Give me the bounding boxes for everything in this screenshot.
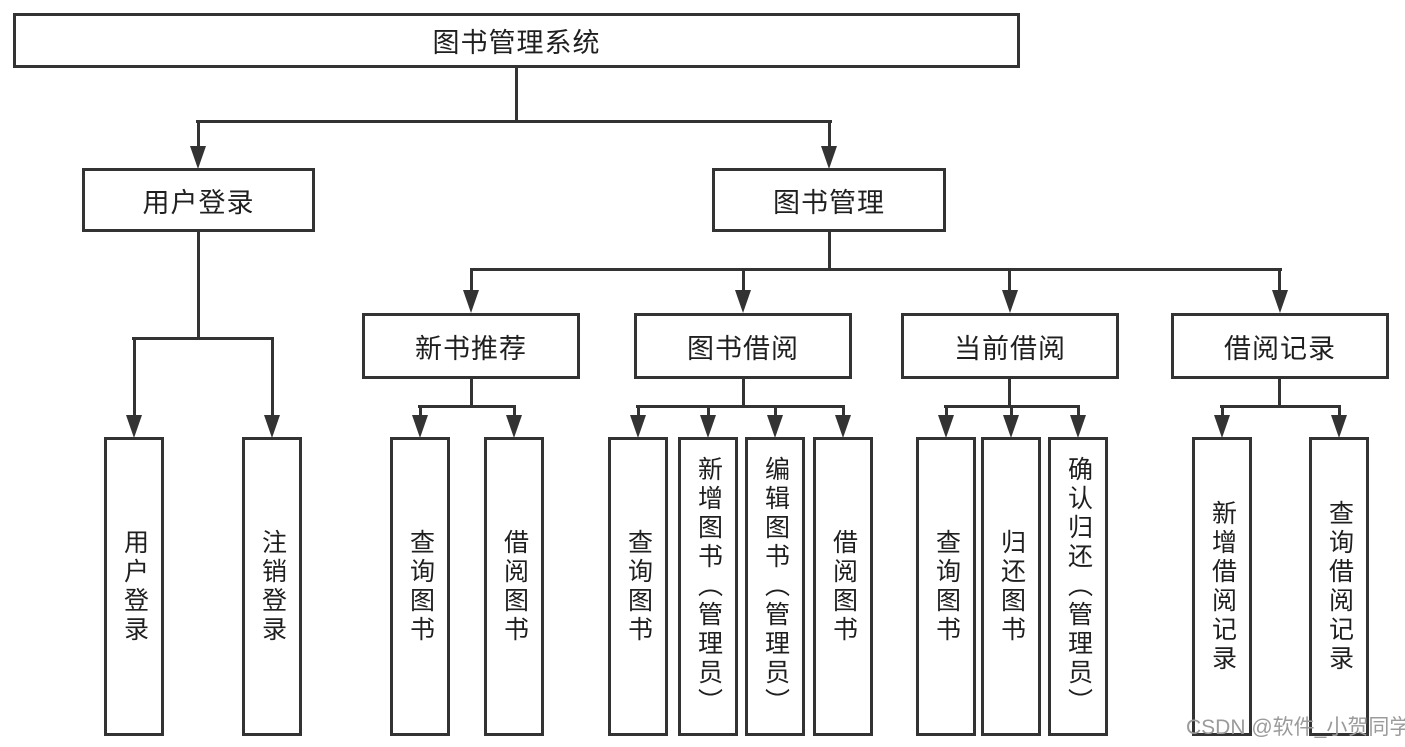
connector-line-horizontal: [636, 405, 845, 408]
connector-line-vertical: [470, 268, 473, 290]
connector-line-vertical: [1278, 268, 1281, 290]
leaf-label: 借阅图书: [829, 528, 858, 645]
arrow-down-icon: [630, 415, 646, 438]
node-library-management-system: 图书管理系统: [13, 13, 1020, 68]
leaf-label: 新增借阅记录: [1208, 499, 1237, 674]
node-label: 新书推荐: [415, 333, 527, 364]
node-new-book-recommend: 新书推荐: [362, 313, 580, 379]
leaf-label: 借阅图书: [500, 528, 529, 645]
arrow-down-icon: [190, 146, 206, 169]
node-user-login: 用户登录: [82, 168, 315, 232]
node-label: 图书管理: [773, 187, 885, 218]
connector-line-vertical: [707, 405, 710, 417]
node-book-borrowing: 图书借阅: [634, 313, 852, 379]
connector-line-horizontal: [470, 268, 1282, 271]
arrow-down-icon: [506, 415, 522, 438]
leaf-label: 查询图书: [932, 528, 961, 645]
arrow-down-icon: [126, 415, 142, 438]
connector-line-vertical: [1221, 405, 1224, 417]
node-borrow-records: 借阅记录: [1171, 313, 1389, 379]
connector-line-vertical: [197, 120, 200, 148]
arrow-down-icon: [938, 415, 954, 438]
leaf-confirm-return-admin: 确认归还（管理员）: [1048, 437, 1108, 736]
connector-line-vertical: [1008, 268, 1011, 290]
arrow-down-icon: [264, 415, 280, 438]
connector-line-vertical: [1010, 405, 1013, 417]
connector-line-vertical: [828, 120, 831, 148]
connector-line-vertical: [637, 405, 640, 417]
leaf-label: 查询借阅记录: [1325, 499, 1354, 674]
arrow-down-icon: [700, 415, 716, 438]
leaf-return-books: 归还图书: [981, 437, 1041, 736]
connector-line-horizontal: [1220, 405, 1340, 408]
arrow-down-icon: [821, 146, 837, 169]
node-label: 借阅记录: [1224, 333, 1336, 364]
leaf-label: 用户登录: [120, 528, 149, 645]
leaf-label: 注销登录: [258, 528, 287, 645]
arrow-down-icon: [1331, 415, 1347, 438]
connector-line-vertical: [1008, 377, 1011, 407]
connector-line-horizontal: [196, 120, 832, 123]
arrow-down-icon: [463, 290, 479, 313]
leaf-label: 确认归还（管理员）: [1064, 456, 1093, 717]
connector-line-vertical: [197, 230, 200, 337]
leaf-query-books-current: 查询图书: [916, 437, 976, 736]
node-book-management: 图书管理: [712, 168, 946, 232]
arrow-down-icon: [767, 415, 783, 438]
node-label: 当前借阅: [954, 333, 1066, 364]
leaf-user-login: 用户登录: [104, 437, 164, 736]
connector-line-vertical: [513, 405, 516, 417]
connector-line-vertical: [774, 405, 777, 417]
connector-line-vertical: [515, 66, 518, 120]
node-label: 用户登录: [142, 187, 255, 218]
connector-line-vertical: [828, 230, 831, 270]
leaf-add-books-admin: 新增图书（管理员）: [678, 437, 738, 736]
arrow-down-icon: [1003, 415, 1019, 438]
arrow-down-icon: [1002, 290, 1018, 313]
connector-line-vertical: [1077, 405, 1080, 417]
leaf-edit-books-admin: 编辑图书（管理员）: [745, 437, 805, 736]
connector-line-vertical: [945, 405, 948, 417]
leaf-add-borrow-record: 新增借阅记录: [1192, 437, 1252, 736]
arrow-down-icon: [1070, 415, 1086, 438]
connector-line-vertical: [133, 337, 136, 417]
connector-line-vertical: [419, 405, 422, 417]
node-current-borrowing: 当前借阅: [901, 313, 1119, 379]
leaf-label: 归还图书: [997, 528, 1026, 645]
connector-line-vertical: [742, 377, 745, 407]
node-label: 图书借阅: [687, 333, 799, 364]
connector-line-vertical: [1338, 405, 1341, 417]
leaf-logout: 注销登录: [242, 437, 302, 736]
arrow-down-icon: [735, 290, 751, 313]
connector-line-vertical: [271, 337, 274, 417]
connector-line-vertical: [842, 405, 845, 417]
leaf-borrow-books: 借阅图书: [813, 437, 873, 736]
leaf-borrow-books-recommend: 借阅图书: [484, 437, 544, 736]
csdn-watermark: CSDN @软件_小贺同学: [1186, 716, 1405, 739]
connector-line-horizontal: [418, 405, 516, 408]
leaf-label: 新增图书（管理员）: [694, 456, 723, 717]
leaf-query-books-recommend: 查询图书: [390, 437, 450, 736]
arrow-down-icon: [412, 415, 428, 438]
arrow-down-icon: [1214, 415, 1230, 438]
connector-line-vertical: [1278, 377, 1281, 407]
connector-line-horizontal: [132, 337, 274, 340]
connector-line-vertical: [470, 377, 473, 407]
leaf-label: 查询图书: [406, 528, 435, 645]
arrow-down-icon: [835, 415, 851, 438]
arrow-down-icon: [1272, 290, 1288, 313]
leaf-label: 编辑图书（管理员）: [761, 456, 790, 717]
leaf-query-books-borrowing: 查询图书: [608, 437, 668, 736]
leaf-label: 查询图书: [624, 528, 653, 645]
node-label: 图书管理系统: [432, 28, 601, 58]
leaf-query-borrow-record: 查询借阅记录: [1309, 437, 1369, 736]
connector-line-vertical: [742, 268, 745, 290]
